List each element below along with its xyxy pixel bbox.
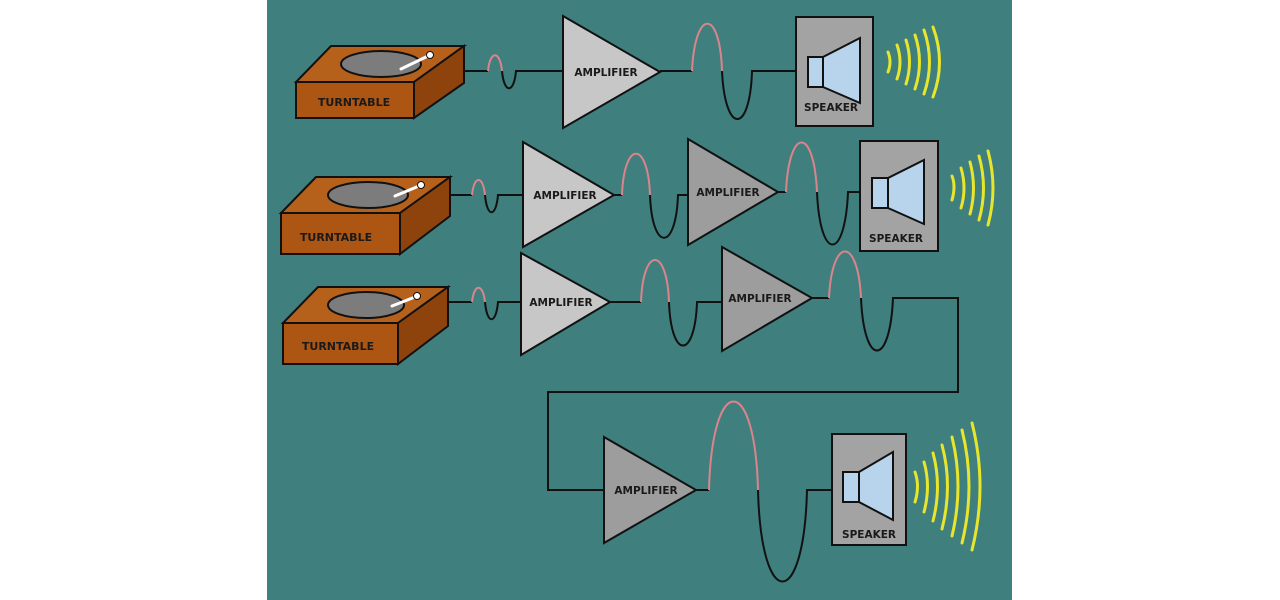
- input-wave-2: [471, 179, 486, 196]
- amplifier-triangle: [522, 140, 617, 249]
- amplifier-3-1: AMPLIFIER: [520, 251, 613, 357]
- tonearm-icon: [390, 295, 417, 308]
- sound-waves-icon: [950, 149, 995, 227]
- tonearm-icon: [393, 184, 421, 198]
- speaker-label: SPEAKER: [869, 233, 923, 245]
- amplifier-label: AMPLIFIER: [574, 67, 637, 79]
- speaker-icon: [842, 471, 860, 503]
- output-wave-2: [816, 191, 868, 246]
- mid-wave-2: [621, 152, 651, 196]
- record-icon: [327, 181, 409, 209]
- mid-wave-3b: [547, 297, 959, 491]
- output-wave-1: [691, 23, 723, 72]
- turntable-1: TURNTABLE: [293, 44, 468, 120]
- turntable-side: [413, 44, 465, 120]
- turntable-2: TURNTABLE: [278, 175, 454, 257]
- speaker-cone-icon: [858, 450, 894, 522]
- amplifier-2-2: AMPLIFIER: [687, 137, 780, 247]
- speaker-2: SPEAKER: [859, 140, 939, 252]
- sound-waves-icon: [886, 25, 941, 99]
- turntable-label: TURNTABLE: [302, 340, 374, 353]
- amplifier-triangle: [603, 435, 699, 545]
- amplifier-label: AMPLIFIER: [614, 485, 677, 497]
- amplifier-3-3: AMPLIFIER: [603, 435, 699, 545]
- output-wave-1: [721, 70, 806, 120]
- output-wave-2: [785, 141, 818, 193]
- amplifier-1-1: AMPLIFIER: [562, 14, 663, 130]
- turntable-side: [397, 285, 449, 367]
- speaker-cone-icon: [887, 158, 925, 226]
- turntable-side: [399, 175, 451, 257]
- sound-waves-icon: [913, 421, 982, 552]
- input-wave-1: [487, 54, 503, 72]
- mid-wave-3b: [828, 250, 862, 299]
- speaker-1: SPEAKER: [795, 16, 874, 127]
- speaker-label: SPEAKER: [842, 529, 896, 541]
- mid-wave-2: [649, 194, 688, 239]
- amplifier-triangle: [520, 251, 613, 357]
- amplifier-label: AMPLIFIER: [696, 187, 759, 199]
- input-wave-1: [501, 70, 563, 90]
- amplifier-label: AMPLIFIER: [529, 297, 592, 309]
- tonearm-icon: [399, 54, 430, 71]
- input-wave-2: [484, 194, 523, 214]
- mid-wave-3: [640, 259, 670, 303]
- speaker-3: SPEAKER: [831, 433, 907, 546]
- turntable-label: TURNTABLE: [300, 231, 372, 244]
- speaker-icon: [807, 56, 824, 88]
- amplifier-triangle: [687, 137, 780, 247]
- input-wave-3: [484, 301, 521, 321]
- amplifier-label: AMPLIFIER: [728, 293, 791, 305]
- output-wave-3: [708, 400, 759, 491]
- amplifier-triangle: [721, 245, 814, 353]
- amplifier-3-2: AMPLIFIER: [721, 245, 814, 353]
- speaker-label: SPEAKER: [804, 102, 858, 114]
- amplifier-2-1: AMPLIFIER: [522, 140, 617, 249]
- speaker-cone-icon: [822, 36, 861, 105]
- input-wave-3: [471, 286, 486, 303]
- turntable-3: TURNTABLE: [280, 285, 452, 367]
- amplifier-label: AMPLIFIER: [533, 190, 596, 202]
- turntable-label: TURNTABLE: [318, 96, 390, 109]
- record-icon: [327, 291, 405, 319]
- output-wave-3: [757, 489, 842, 583]
- speaker-icon: [871, 177, 889, 209]
- amplifier-triangle: [562, 14, 663, 130]
- mid-wave-3: [668, 301, 722, 347]
